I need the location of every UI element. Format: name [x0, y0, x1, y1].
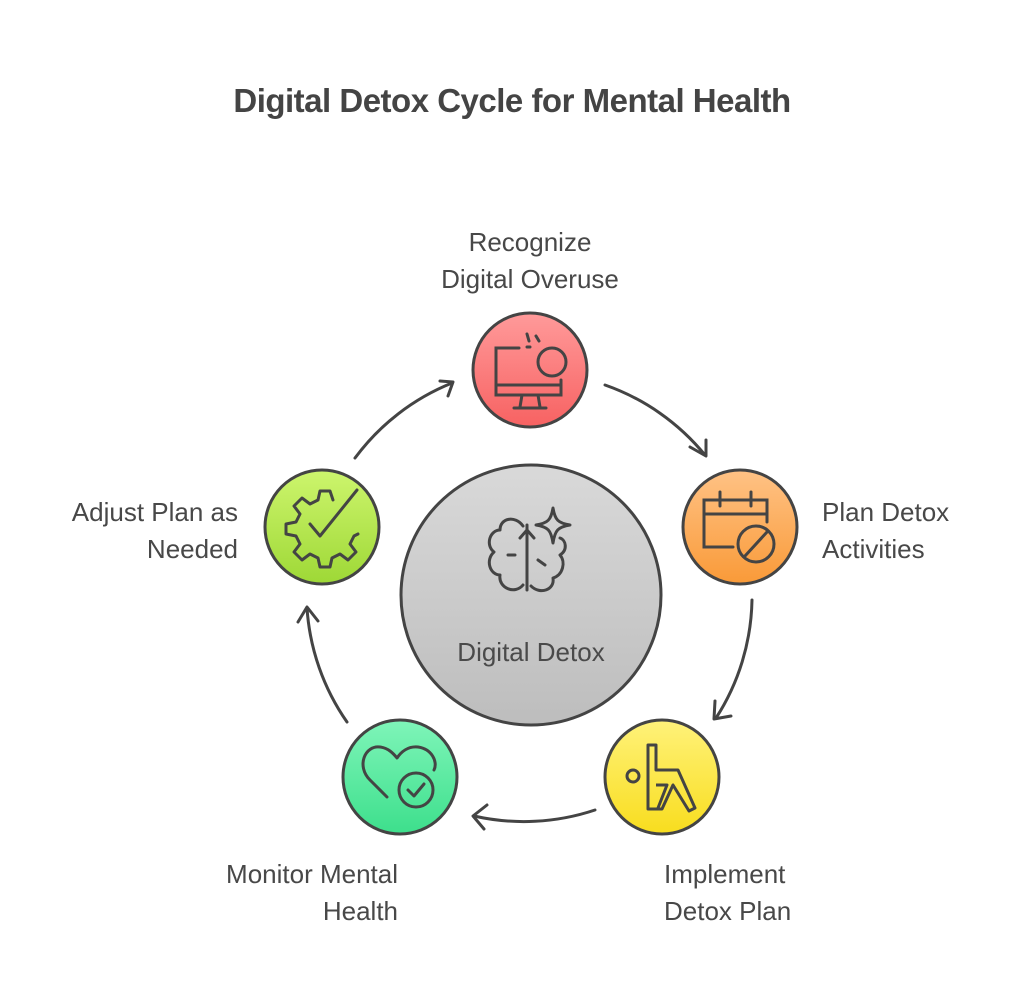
arrow-implement-to-monitor: [471, 803, 597, 831]
monitor-alert-icon: [494, 332, 568, 410]
step-label-line: Health: [322, 896, 398, 926]
step-label-line: Detox Plan: [664, 896, 792, 926]
step-node-recognize: [471, 311, 589, 429]
arrow-recognize-to-plan: [603, 383, 708, 458]
center-node: [399, 463, 663, 727]
step-label-line: Recognize: [468, 227, 592, 257]
center-label: Digital Detox: [457, 637, 605, 667]
step-label-line: Implement: [664, 859, 786, 889]
step-label-line: Monitor Mental: [226, 859, 398, 889]
step-node-implement: [603, 718, 721, 836]
step-label-plan: Plan Detox Activities: [822, 494, 949, 568]
step-node-adjust: [263, 468, 381, 586]
diagram-title: Digital Detox Cycle for Mental Health: [233, 82, 791, 119]
arrow-monitor-to-adjust: [296, 605, 349, 724]
brain-sparkle-icon: [487, 506, 572, 593]
arrow-plan-to-implement: [712, 598, 754, 721]
step-label-monitor: Monitor Mental Health: [98, 856, 398, 930]
calendar-block-icon: [702, 490, 776, 564]
step-label-adjust: Adjust Plan as Needed: [0, 494, 238, 568]
step-label-line: Needed: [146, 534, 238, 564]
step-label-line: Plan Detox: [822, 497, 950, 527]
step-label-line: Adjust Plan as: [71, 497, 238, 527]
yoga-pose-icon: [625, 743, 697, 813]
gear-check-icon: [284, 488, 360, 569]
step-node-monitor: [341, 718, 459, 836]
arrow-adjust-to-recognize: [353, 379, 455, 460]
step-label-line: Activities: [822, 534, 925, 564]
step-label-implement: Implement Detox Plan: [664, 856, 791, 930]
step-node-plan: [681, 468, 799, 586]
step-label-line: Digital Overuse: [441, 264, 619, 294]
heart-check-icon: [361, 745, 437, 809]
step-label-recognize: Recognize Digital Overuse: [380, 224, 680, 298]
